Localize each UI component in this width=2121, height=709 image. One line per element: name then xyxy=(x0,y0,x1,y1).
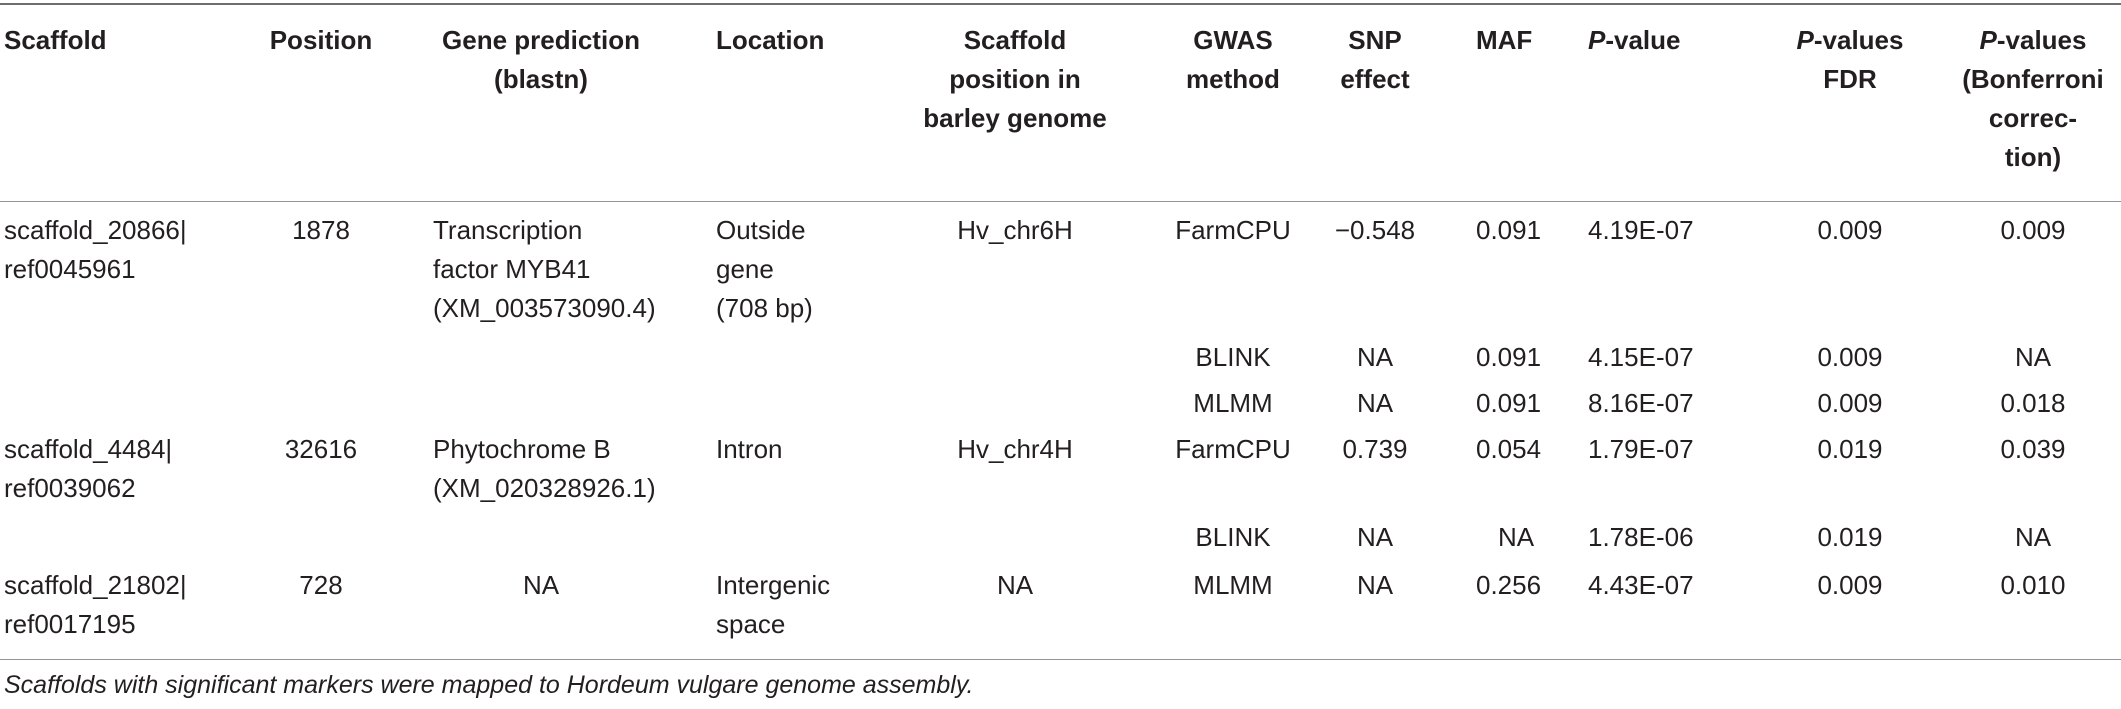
row2-p-value: 4.15E-07 xyxy=(1588,342,1694,372)
row6-scaffold-position: NA xyxy=(996,570,1034,600)
row1-bonferroni: 0.009 xyxy=(2000,215,2066,245)
bottom-rule xyxy=(0,659,2121,660)
row5-bonferroni: NA xyxy=(2014,522,2052,552)
row6-fdr: 0.009 xyxy=(1817,570,1883,600)
row3-bonferroni: 0.018 xyxy=(2000,388,2066,418)
row1-scaffold-position: Hv_chr6H xyxy=(957,215,1073,245)
header-scaffold: Scaffold xyxy=(4,25,107,55)
row1-fdr: 0.009 xyxy=(1817,215,1883,245)
row1-scaffold: scaffold_20866| ref0045961 xyxy=(4,215,187,284)
header-scaffold-position: Scaffold position in barley genome xyxy=(923,25,1107,133)
row5-snp-effect: NA xyxy=(1356,522,1394,552)
header-gene-prediction: Gene prediction (blastn) xyxy=(442,25,640,94)
header-position: Position xyxy=(269,25,373,55)
row6-position: 728 xyxy=(299,570,343,600)
header-rule xyxy=(0,201,2121,202)
header-location: Location xyxy=(716,25,825,55)
row1-p-value: 4.19E-07 xyxy=(1588,215,1694,245)
row6-location: Intergenic space xyxy=(716,570,831,639)
row6-snp-effect: NA xyxy=(1356,570,1394,600)
row1-location: Outside gene (708 bp) xyxy=(716,215,813,323)
top-rule xyxy=(0,3,2121,5)
row2-maf: 0.091 xyxy=(1476,342,1542,372)
row3-maf: 0.091 xyxy=(1476,388,1542,418)
row3-p-value: 8.16E-07 xyxy=(1588,388,1694,418)
row4-method: FarmCPU xyxy=(1175,434,1291,464)
row4-snp-effect: 0.739 xyxy=(1342,434,1408,464)
row5-method: BLINK xyxy=(1195,522,1271,552)
row1-snp-effect: −0.548 xyxy=(1334,215,1416,245)
row3-fdr: 0.009 xyxy=(1817,388,1883,418)
row3-snp-effect: NA xyxy=(1356,388,1394,418)
header-p-values-bonferroni: P-values (Bonferroni correc- tion) xyxy=(1962,25,2104,172)
row4-scaffold-position: Hv_chr4H xyxy=(957,434,1073,464)
row1-method: FarmCPU xyxy=(1175,215,1291,245)
table-footnote: Scaffolds with significant markers were … xyxy=(4,671,974,699)
row6-bonferroni: 0.010 xyxy=(2000,570,2066,600)
row6-gene: NA xyxy=(522,570,560,600)
row4-bonferroni: 0.039 xyxy=(2000,434,2066,464)
row6-scaffold: scaffold_21802| ref0017195 xyxy=(4,570,187,639)
row4-scaffold: scaffold_4484| ref0039062 xyxy=(4,434,173,503)
row4-maf: 0.054 xyxy=(1476,434,1542,464)
row2-bonferroni: NA xyxy=(2014,342,2052,372)
row4-position: 32616 xyxy=(284,434,358,464)
row1-maf: 0.091 xyxy=(1476,215,1542,245)
header-p-value: P-value xyxy=(1588,25,1681,55)
row4-fdr: 0.019 xyxy=(1817,434,1883,464)
header-maf: MAF xyxy=(1476,25,1533,55)
row6-maf: 0.256 xyxy=(1476,570,1542,600)
row1-position: 1878 xyxy=(292,215,350,245)
row5-p-value: 1.78E-06 xyxy=(1588,522,1694,552)
header-snp-effect: SNP effect xyxy=(1340,25,1410,94)
header-p-values-fdr: P-values FDR xyxy=(1796,25,1904,94)
row5-maf: NA xyxy=(1498,522,1535,552)
row2-method: BLINK xyxy=(1195,342,1271,372)
row4-gene: Phytochrome B (XM_020328926.1) xyxy=(433,434,656,503)
row1-gene: Transcription factor MYB41 (XM_003573090… xyxy=(433,215,656,323)
row2-snp-effect: NA xyxy=(1356,342,1394,372)
row6-method: MLMM xyxy=(1193,570,1273,600)
row6-p-value: 4.43E-07 xyxy=(1588,570,1694,600)
row5-fdr: 0.019 xyxy=(1817,522,1883,552)
row3-method: MLMM xyxy=(1193,388,1273,418)
row4-location: Intron xyxy=(716,434,783,464)
header-gwas-method: GWAS method xyxy=(1186,25,1280,94)
row4-p-value: 1.79E-07 xyxy=(1588,434,1694,464)
row2-fdr: 0.009 xyxy=(1817,342,1883,372)
